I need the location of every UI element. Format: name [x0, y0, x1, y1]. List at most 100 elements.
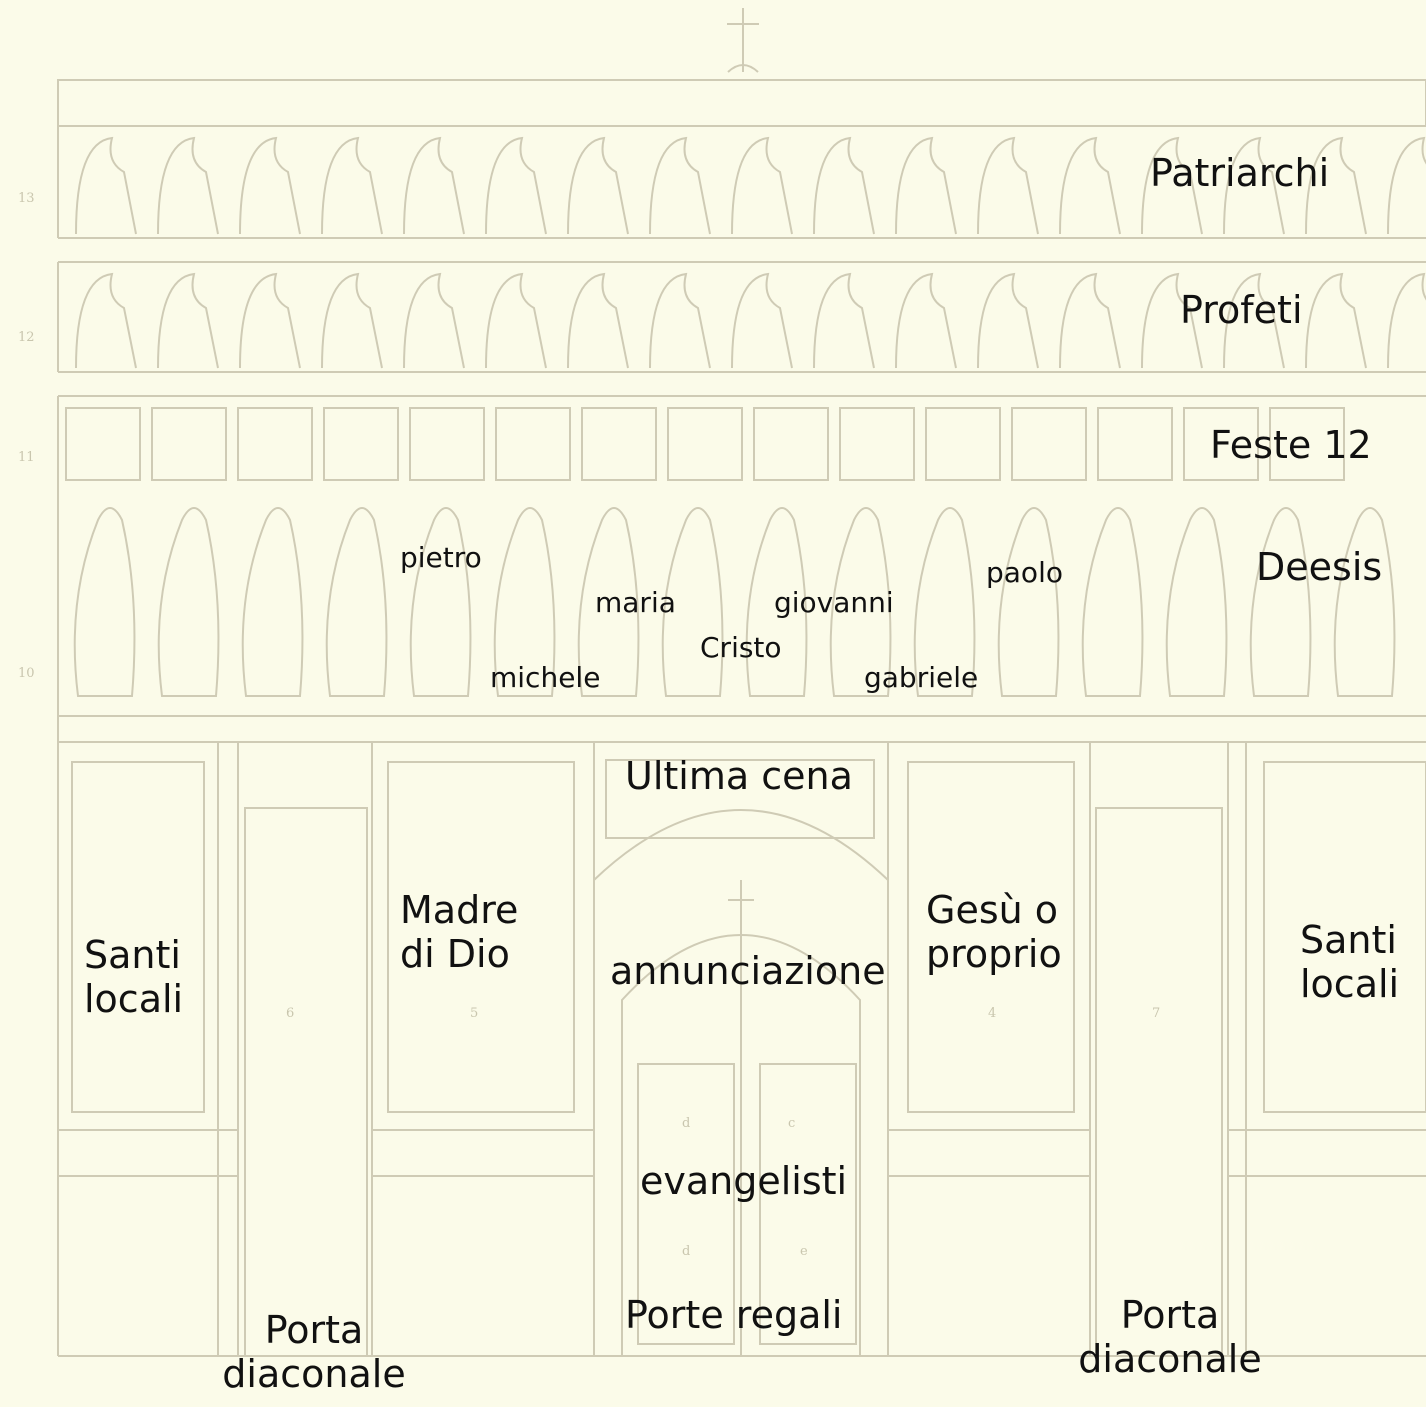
standing-figure: [1165, 507, 1228, 697]
seated-figure: [321, 136, 383, 235]
standing-figure: [325, 507, 388, 697]
seated-figure: [731, 272, 793, 369]
tier-number-11: 11: [18, 450, 35, 465]
seated-figure: [567, 136, 629, 235]
label-evangelisti: evangelisti: [640, 1159, 848, 1203]
panel-number-4: 4: [988, 1006, 997, 1021]
label-santi-locali-right: Santi locali: [1300, 918, 1400, 1006]
seated-figure: [813, 136, 875, 235]
seated-figure: [157, 136, 219, 235]
standing-figure: [1081, 507, 1144, 697]
seated-figure: [895, 272, 957, 369]
label-gabriele: gabriele: [864, 661, 979, 694]
seated-figure: [895, 136, 957, 235]
label-porta-diaconale-right: Porta diaconale: [1078, 1293, 1262, 1381]
standing-figure: [493, 507, 556, 697]
lower-tier: [57, 742, 1426, 1357]
standing-figure: [73, 507, 136, 697]
tier-number-10: 10: [18, 666, 35, 681]
seated-figure: [239, 272, 301, 369]
seated-figure: [977, 272, 1039, 369]
feast-panel: [581, 407, 657, 481]
feast-panel: [65, 407, 141, 481]
feast-panel: [1183, 407, 1259, 481]
panel-number-7: 7: [1152, 1006, 1161, 1021]
feast-panel: [1269, 407, 1345, 481]
feast-panel: [495, 407, 571, 481]
prophet-figures: [75, 272, 1426, 369]
seated-figure: [1223, 136, 1285, 235]
feast-panel: [839, 407, 915, 481]
standing-figure: [577, 507, 640, 697]
tier-frames: [57, 79, 1426, 743]
label-annunciazione: annunciazione: [610, 949, 886, 993]
seated-figure: [485, 136, 547, 235]
feast-panel: [323, 407, 399, 481]
label-maria: maria: [595, 586, 676, 619]
label-ultima-cena: Ultima cena: [625, 754, 853, 798]
seated-figure: [1387, 272, 1426, 369]
cross-icon: [727, 8, 759, 73]
standing-figure: [745, 507, 808, 697]
seated-figure: [75, 136, 137, 235]
door-mark-d: d: [682, 1116, 691, 1131]
label-porta-diaconale-left: Porta diaconale: [222, 1308, 406, 1396]
seated-figure: [649, 272, 711, 369]
seated-figure: [1305, 272, 1367, 369]
feast-panel: [151, 407, 227, 481]
feast-panel: [1097, 407, 1173, 481]
feast-panel: [409, 407, 485, 481]
door-mark-c: c: [788, 1116, 796, 1131]
feast-panel: [667, 407, 743, 481]
feast-panel: [237, 407, 313, 481]
panel-number-6: 6: [286, 1006, 295, 1021]
seated-figure: [239, 136, 301, 235]
label-paolo: paolo: [986, 556, 1063, 589]
label-deesis: Deesis: [1256, 545, 1383, 589]
seated-figure: [403, 272, 465, 369]
standing-figure: [1249, 507, 1312, 697]
tier-number-12: 12: [18, 330, 35, 345]
seated-figure: [977, 136, 1039, 235]
deesis-figures: [73, 507, 1396, 697]
label-gesu-o-proprio: Gesù o proprio: [926, 888, 1062, 976]
seated-figure: [1387, 136, 1426, 235]
label-feasts: Feste 12: [1210, 423, 1372, 467]
label-santi-locali-left: Santi locali: [84, 933, 184, 1021]
standing-figure: [241, 507, 304, 697]
standing-figure: [157, 507, 220, 697]
feast-panel: [1011, 407, 1087, 481]
label-cristo: Cristo: [700, 631, 782, 664]
label-patriarchs: Patriarchi: [1150, 151, 1330, 195]
seated-figure: [485, 272, 547, 369]
seated-figure: [1141, 272, 1203, 369]
standing-figure: [409, 507, 472, 697]
label-madre-di-dio: Madre di Dio: [400, 888, 519, 976]
label-porte-regali: Porte regali: [625, 1293, 843, 1337]
seated-figure: [1059, 136, 1121, 235]
seated-figure: [1141, 136, 1203, 235]
seated-figure: [731, 136, 793, 235]
standing-figure: [997, 507, 1060, 697]
seated-figure: [567, 272, 629, 369]
seated-figure: [75, 272, 137, 369]
label-pietro: pietro: [400, 541, 482, 574]
label-giovanni: giovanni: [774, 586, 894, 619]
feast-panels: [65, 407, 1345, 481]
seated-figure: [649, 136, 711, 235]
door-mark-d: d: [682, 1244, 691, 1259]
standing-figure: [661, 507, 724, 697]
tier-number-13: 13: [18, 191, 35, 206]
panel-number-5: 5: [470, 1006, 479, 1021]
label-prophets: Profeti: [1180, 288, 1303, 332]
seated-figure: [1059, 272, 1121, 369]
seated-figure: [157, 272, 219, 369]
seated-figure: [321, 272, 383, 369]
seated-figure: [403, 136, 465, 235]
patriarch-figures: [75, 136, 1426, 235]
feast-panel: [753, 407, 829, 481]
seated-figure: [1305, 136, 1367, 235]
door-mark-e: e: [800, 1244, 808, 1259]
